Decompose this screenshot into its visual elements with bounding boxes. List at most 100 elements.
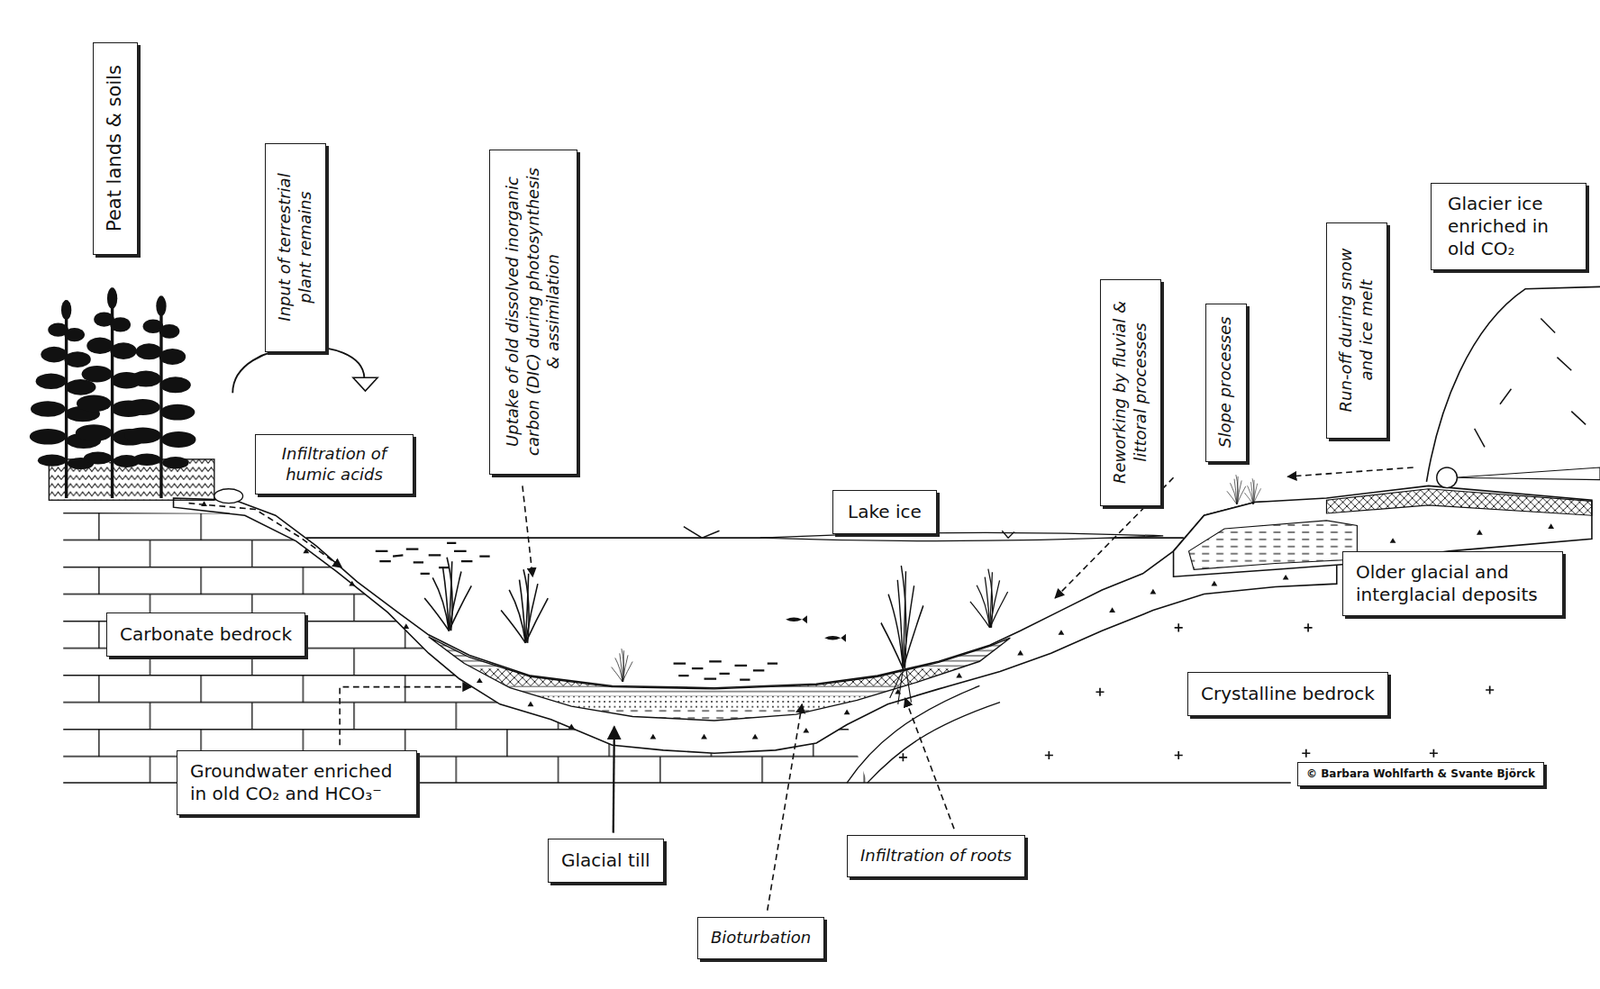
rotated-label-box: Slope processes xyxy=(1205,303,1247,464)
input-arrow xyxy=(232,346,364,393)
label-text: Bioturbation xyxy=(710,927,811,949)
label-box: Crystalline bedrock xyxy=(1187,672,1389,717)
older-deposits xyxy=(1189,520,1358,570)
fish-school xyxy=(375,543,778,681)
rotated-label-box: Uptake of old dissolved inorganic carbon… xyxy=(489,149,579,475)
glacier-crevasse xyxy=(1556,357,1572,372)
process-arrow xyxy=(339,687,472,746)
till-triangle xyxy=(955,672,963,679)
label-box: Older glacial and interglacial deposits xyxy=(1342,551,1564,617)
till-triangle xyxy=(752,734,759,740)
crystalline-plus-symbol xyxy=(1174,623,1183,632)
label-text: Groundwater enriched in old CO₂ and HCO₃… xyxy=(190,760,404,806)
label-text: Glacier ice enriched in old CO₂ xyxy=(1447,192,1570,261)
plant-roots xyxy=(890,668,912,705)
till-triangle xyxy=(476,677,483,683)
label-text: © Barbara Wohlfarth & Svante Björck xyxy=(1306,767,1536,782)
rotated-label-box: Input of terrestrial plant remains xyxy=(264,143,327,353)
fish xyxy=(785,615,846,642)
till-triangle xyxy=(1547,523,1555,529)
process-arrow xyxy=(522,485,533,577)
label-text: Slope processes xyxy=(1215,317,1237,449)
rotated-label-box: Peat lands & soils xyxy=(92,42,137,255)
label-text: Peat lands & soils xyxy=(102,64,127,232)
label-body: Glacier ice enriched in old CO₂ xyxy=(1431,183,1586,270)
label-text: Reworking by fluvial & littoral processe… xyxy=(1109,290,1151,494)
till-triangle xyxy=(700,734,708,740)
snow-wedge xyxy=(1454,467,1600,481)
process-arrow xyxy=(189,467,1414,911)
till-triangle xyxy=(1017,650,1024,656)
till-triangle xyxy=(1390,537,1397,544)
label-text: Uptake of old dissolved inorganic carbon… xyxy=(502,163,564,461)
label-body: © Barbara Wohlfarth & Svante Björck xyxy=(1298,763,1544,786)
till-triangle xyxy=(1109,607,1116,613)
label-box: Glacier ice enriched in old CO₂ xyxy=(1430,182,1587,271)
crystalline-plus-symbol xyxy=(1304,623,1313,632)
lake-sediments xyxy=(428,636,1011,721)
till-triangle xyxy=(348,581,355,587)
label-body: Infiltration of humic acids xyxy=(255,435,413,494)
reed-plant xyxy=(611,648,633,682)
reed-plant xyxy=(1227,474,1246,505)
label-box: Bioturbation xyxy=(697,917,825,960)
crystalline-plus-symbol xyxy=(1485,685,1494,694)
process-arrow xyxy=(1287,467,1413,477)
glacier-crevasse xyxy=(1474,318,1586,448)
label-text: Input of terrestrial plant remains xyxy=(274,154,316,340)
label-body: Groundwater enriched in old CO₂ and HCO₃… xyxy=(177,751,417,815)
boulder xyxy=(214,489,244,504)
label-text: Glacial till xyxy=(561,849,651,873)
conifer-tree xyxy=(29,288,197,499)
glacial-till-layer xyxy=(173,498,1337,754)
label-box: Glacial till xyxy=(547,838,664,883)
label-text: Lake ice xyxy=(847,500,922,524)
till-triangle xyxy=(1390,523,1555,544)
label-body: Infiltration of roots xyxy=(847,836,1025,877)
label-text: Infiltration of roots xyxy=(860,845,1012,867)
label-text: Carbonate bedrock xyxy=(119,623,292,646)
till-triangle xyxy=(802,727,810,734)
label-box: © Barbara Wohlfarth & Svante Björck xyxy=(1297,762,1545,787)
till-triangle xyxy=(200,500,1289,739)
crystalline-plus-symbol xyxy=(1174,751,1183,760)
process-arrow xyxy=(905,698,955,829)
crystalline-plus-symbol xyxy=(1045,751,1054,760)
till-triangle xyxy=(527,700,535,707)
glacier-crevasse xyxy=(1474,428,1485,447)
till-triangle xyxy=(1058,629,1065,636)
crystalline-fracture xyxy=(867,702,1000,784)
process-arrow xyxy=(189,503,343,568)
label-body: Glacial till xyxy=(548,839,664,882)
crystalline-plus-symbol xyxy=(899,623,1494,762)
label-text: Crystalline bedrock xyxy=(1200,682,1375,706)
label-body: Bioturbation xyxy=(698,918,824,959)
boulder xyxy=(1436,467,1458,489)
label-body: Peat lands & soils xyxy=(102,64,127,232)
glacier-outline xyxy=(1426,286,1600,482)
label-body: Crystalline bedrock xyxy=(1188,672,1388,716)
lake-sediments xyxy=(408,696,1041,710)
label-text: Run-off during snow and ice melt xyxy=(1336,237,1377,423)
label-body: Reworking by fluvial & littoral processe… xyxy=(1109,290,1151,494)
label-text: Older glacial and interglacial deposits xyxy=(1355,561,1550,607)
glacier-crevasse xyxy=(1500,389,1511,405)
lake-sediments xyxy=(408,685,1041,696)
till-arrow xyxy=(613,727,615,834)
label-body: Slope processes xyxy=(1215,317,1237,449)
label-text: Infiltration of humic acids xyxy=(266,444,402,485)
till-triangle xyxy=(1282,574,1290,581)
reed-plant xyxy=(881,565,924,669)
till-triangle xyxy=(302,547,310,554)
floating-twig xyxy=(683,527,720,538)
till-triangle xyxy=(568,723,575,729)
glacier-crevasse xyxy=(1571,411,1586,426)
older-deposits xyxy=(1326,489,1591,516)
floating-twig xyxy=(1001,530,1015,538)
crystalline-plus-symbol xyxy=(899,753,908,762)
reed-plant xyxy=(500,569,548,644)
lake-sediments xyxy=(408,622,1041,669)
label-box: Carbonate bedrock xyxy=(106,612,306,657)
